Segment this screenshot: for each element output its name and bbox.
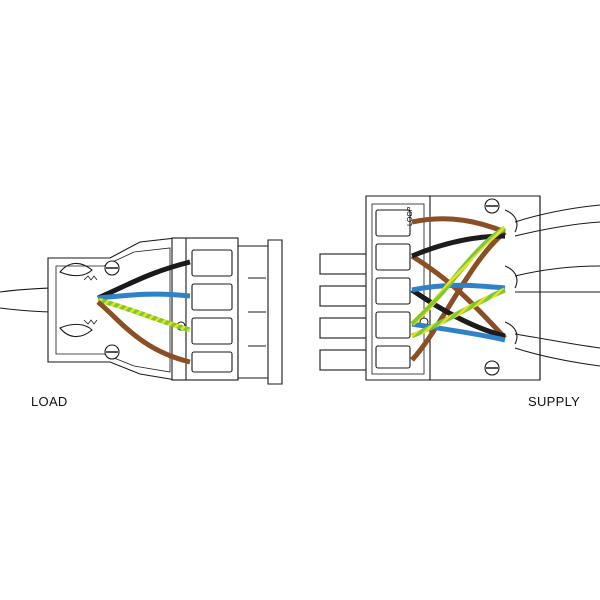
load-wire-black bbox=[96, 259, 191, 301]
load-terminal-slots bbox=[191, 249, 233, 373]
screw-icon bbox=[104, 344, 120, 360]
load-wire-brown bbox=[96, 300, 191, 365]
supply-cables bbox=[514, 204, 600, 367]
supply-plug-pins bbox=[319, 253, 369, 371]
load-plug-face-ribs bbox=[248, 277, 266, 347]
cable-clamp-icon bbox=[504, 209, 518, 345]
load-wire-blue bbox=[97, 291, 191, 301]
supply-connector: LOOP bbox=[319, 195, 600, 381]
screw-icon bbox=[484, 198, 500, 214]
screw-icon bbox=[104, 260, 120, 276]
load-connector bbox=[0, 237, 283, 385]
load-strain-teeth-top bbox=[83, 275, 98, 281]
supply-clamp-frame bbox=[500, 195, 541, 381]
supply-terminal-slots bbox=[375, 209, 411, 369]
load-strain-teeth-bottom bbox=[83, 319, 98, 325]
load-label: LOAD bbox=[31, 394, 68, 409]
supply-label: SUPPLY bbox=[528, 394, 581, 409]
supply-connector-marking: LOOP bbox=[407, 206, 414, 226]
load-strain-relief-top bbox=[59, 262, 93, 277]
load-strain-relief-bottom bbox=[59, 323, 93, 338]
supply-wires bbox=[410, 216, 507, 362]
screw-icon bbox=[484, 360, 500, 376]
load-wire-earth bbox=[97, 297, 191, 333]
